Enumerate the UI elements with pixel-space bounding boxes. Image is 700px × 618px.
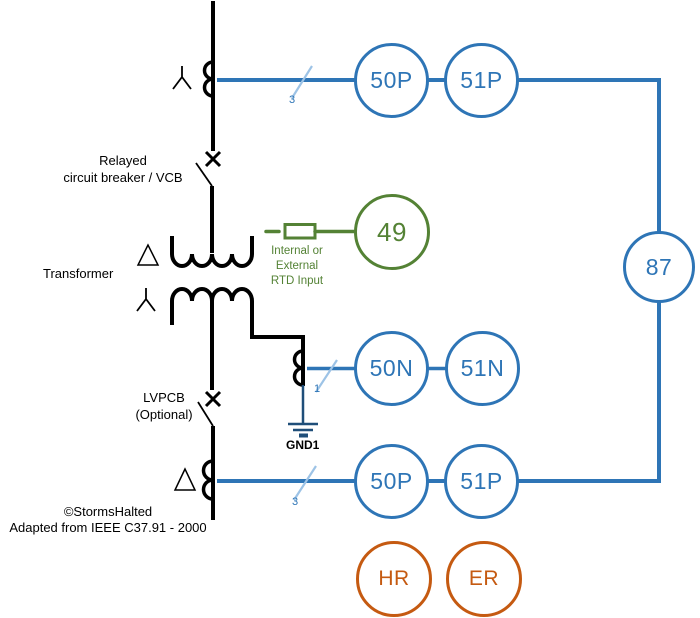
relay-51n-label: 51N [460,355,505,381]
wye-secondary-icon [136,288,156,312]
relay-50p-top-label: 50P [370,67,413,93]
relay-51p-top-label: 51P [460,67,503,93]
conductor-slash-icons [291,65,338,501]
relay-87: 87 [623,231,695,303]
primary-bus [136,1,305,520]
ground-branch [288,385,318,438]
relay-hr: HR [356,541,432,617]
relay-51p-bottom: 51P [444,444,519,519]
relay-50p-bottom: 50P [354,444,429,519]
delta-bottom-icon [173,467,197,491]
rtd-lead [264,223,358,240]
transformer-label: Transformer [43,266,114,281]
relay-50n-label: 50N [369,355,414,381]
slash-neutral-icon [315,359,338,393]
lvpcb-label: LVPCB (Optional) [135,390,193,422]
gnd1-label: GND1 [286,438,320,452]
conductor-count-neutral: 1 [314,383,321,395]
conductor-count-top: 3 [289,94,296,106]
relay-49: 49 [354,194,430,270]
rtd-element-icon [283,223,317,240]
relay-50p-top: 50P [354,43,429,118]
ground-icon [288,422,318,438]
credit-note: ©StormsHalted Adapted from IEEE C37.91 -… [6,504,210,536]
relay-50n: 50N [354,331,429,406]
wye-top-icon [172,66,192,90]
relay-er: ER [446,541,522,617]
transformer-primary-winding-icon [170,236,254,268]
relayed-breaker-label: Relayed circuit breaker / VCB [63,153,183,185]
relay-50p-bottom-label: 50P [370,468,413,494]
relay-er-label: ER [468,567,500,590]
conductor-count-bottom: 3 [292,496,299,508]
credit-line2: Adapted from IEEE C37.91 - 2000 [9,520,207,535]
vcb-breaker-icon [195,150,222,187]
ct-bottom-icon [201,459,214,501]
transformer-secondary-winding-icon [170,287,305,386]
relay-51p-bottom-label: 51P [460,468,503,494]
ct-top-icon [202,60,214,98]
relay-87-label: 87 [645,253,673,280]
rtd-input-label: Internal or External RTD Input [270,245,324,287]
relay-51n: 51N [445,331,520,406]
ct-neutral-icon [292,349,304,387]
relay-49-label: 49 [377,216,407,247]
slash-bottom-icon [293,465,317,501]
relay-hr-label: HR [378,567,410,590]
credit-line1: ©StormsHalted [63,504,153,519]
relay-51p-top: 51P [444,43,519,118]
lvpcb-breaker-icon [197,390,222,427]
slash-top-icon [291,65,313,99]
delta-primary-icon [136,243,160,266]
